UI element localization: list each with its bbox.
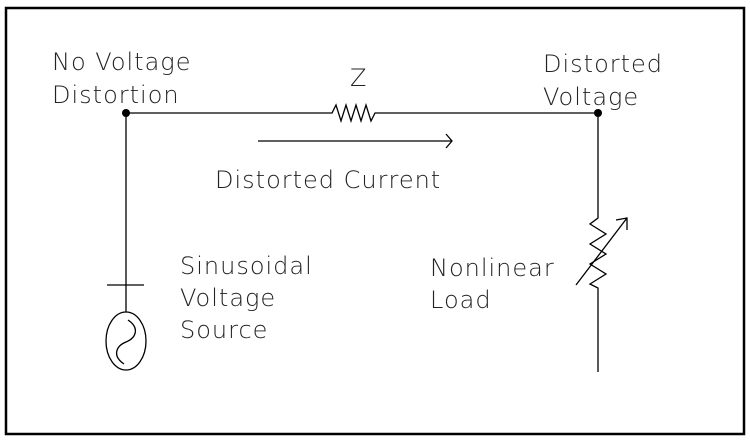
source-label-line2: Voltage	[180, 284, 276, 312]
frame-border	[4, 6, 746, 436]
load-node-label-line2: Voltage	[543, 83, 639, 111]
source-label-line3: Source	[180, 316, 268, 344]
impedance-resistor	[126, 102, 598, 124]
nonlinear-load-resistor-icon	[575, 113, 628, 372]
sinusoidal-source-icon	[105, 113, 147, 371]
load-node-label-line1: Distorted	[543, 50, 663, 78]
current-arrow-icon	[258, 133, 453, 149]
source-node-label-line1: No Voltage	[52, 48, 191, 76]
source-label-line1: Sinusoidal	[180, 252, 313, 280]
load-label-line1: Nonlinear	[430, 254, 555, 282]
source-node-label-line2: Distortion	[52, 81, 180, 109]
current-label: Distorted Current	[215, 166, 441, 194]
load-label-line2: Load	[430, 286, 492, 314]
impedance-label: Z	[350, 64, 367, 92]
